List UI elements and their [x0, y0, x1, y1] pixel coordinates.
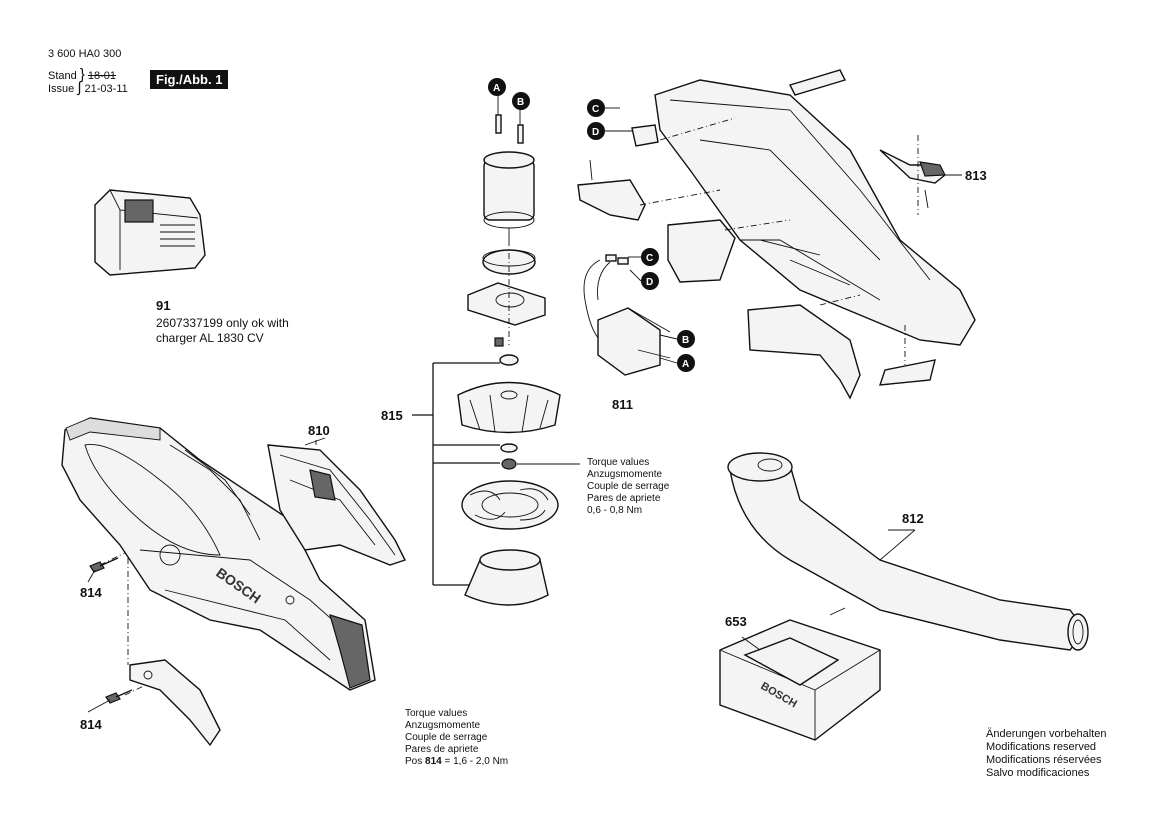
figure-label: Fig./Abb. 1	[150, 70, 229, 89]
callout-b-top: B	[512, 92, 530, 110]
callout-a-low: A	[677, 354, 695, 372]
torque-line: Torque values	[587, 457, 650, 468]
torque-line: Torque values	[405, 708, 468, 719]
svg-text:D: D	[592, 127, 599, 138]
motor-drawing	[467, 95, 546, 347]
leader-lines	[87, 440, 916, 713]
connector-callouts: A B C D C D B A	[488, 78, 695, 372]
battery-compat-note: 2607337199 only ok with charger AL 1830 …	[156, 316, 289, 346]
torque-note-nut: Torque values Anzugsmomente Couple de se…	[587, 457, 669, 517]
fan-assembly-drawing	[412, 354, 580, 606]
part-number-815: 815	[381, 408, 403, 423]
callout-d-mid: D	[641, 272, 659, 290]
torque-note-screw: Torque values Anzugsmomente Couple de se…	[405, 708, 508, 768]
issue-label: Issue	[48, 83, 75, 95]
svg-text:A: A	[493, 83, 500, 94]
svg-text:B: B	[682, 335, 689, 346]
torque-value: 0,6 - 0,8 Nm	[587, 505, 643, 516]
blower-body-drawing	[61, 417, 376, 691]
battery-note-line2: charger AL 1830 CV	[156, 331, 264, 345]
assembly-guide-lines	[99, 117, 906, 696]
torque-line: Anzugsmomente	[587, 469, 663, 480]
battery-pack-drawing	[94, 189, 206, 276]
brace-icon: }	[79, 66, 85, 83]
svg-text:D: D	[646, 277, 653, 288]
part-number-811: 811	[612, 397, 633, 412]
part-number-810: 810	[308, 423, 330, 438]
cover-810-drawing	[267, 437, 406, 566]
part-number-814-bottom: 814	[80, 717, 102, 732]
callout-c-top: C	[587, 99, 605, 117]
document-number: 3 600 HA0 300	[48, 48, 122, 60]
svg-text:C: C	[646, 253, 653, 264]
electronics-module-drawing	[583, 254, 671, 376]
brace-icon: ∫	[77, 79, 82, 96]
svg-text:C: C	[592, 104, 599, 115]
part-number-91: 91	[156, 298, 171, 313]
battery-note-line1: 2607337199 only ok with	[156, 316, 289, 330]
part-number-814-top: 814	[80, 585, 102, 600]
torque-line: Pares de apriete	[587, 493, 661, 504]
disclaimer-line: Modifications réservées	[986, 754, 1102, 766]
disclaimer-line: Änderungen vorbehalten	[986, 728, 1107, 740]
pos-prefix: Pos	[405, 756, 423, 767]
issue-row: Issue ∫ 21-03-11	[48, 79, 128, 96]
callout-a-top: A	[488, 78, 506, 96]
housing-shell-drawing	[654, 69, 976, 386]
svg-text:B: B	[517, 97, 524, 108]
disclaimer-line: Salvo modificaciones	[986, 767, 1090, 779]
modification-disclaimer: Änderungen vorbehalten Modifications res…	[986, 728, 1106, 780]
callout-b-low: B	[677, 330, 695, 348]
svg-text:A: A	[682, 359, 689, 370]
part-number-813: 813	[965, 168, 987, 183]
adjuster-knob-drawing	[879, 135, 962, 215]
stand-row: Stand } 18-01	[48, 66, 117, 83]
disclaimer-line: Modifications reserved	[986, 741, 1097, 753]
callout-c-mid: C	[641, 248, 659, 266]
torque-line: Anzugsmomente	[405, 720, 481, 731]
callout-d-top: D	[587, 122, 605, 140]
torque-line: Couple de serrage	[587, 481, 670, 492]
blower-tube-drawing	[727, 452, 1089, 651]
grip-texture	[65, 417, 161, 441]
torque-line: Pares de apriete	[405, 744, 479, 755]
switch-handle-drawing	[577, 124, 861, 400]
stand-date: 18-01	[87, 70, 117, 82]
pos-part-number: 814	[425, 756, 442, 767]
screw-drawing	[89, 557, 133, 704]
part-number-812: 812	[902, 511, 924, 526]
air-flap-drawing	[129, 659, 221, 747]
torque-pos-line: Pos 814 = 1,6 - 2,0 Nm	[405, 756, 508, 768]
torque-line: Couple de serrage	[405, 732, 488, 743]
pos-torque-value: = 1,6 - 2,0 Nm	[444, 756, 509, 767]
part-number-653: 653	[725, 614, 747, 629]
stand-label: Stand	[48, 70, 77, 82]
issue-date: 21-03-11	[84, 83, 128, 95]
